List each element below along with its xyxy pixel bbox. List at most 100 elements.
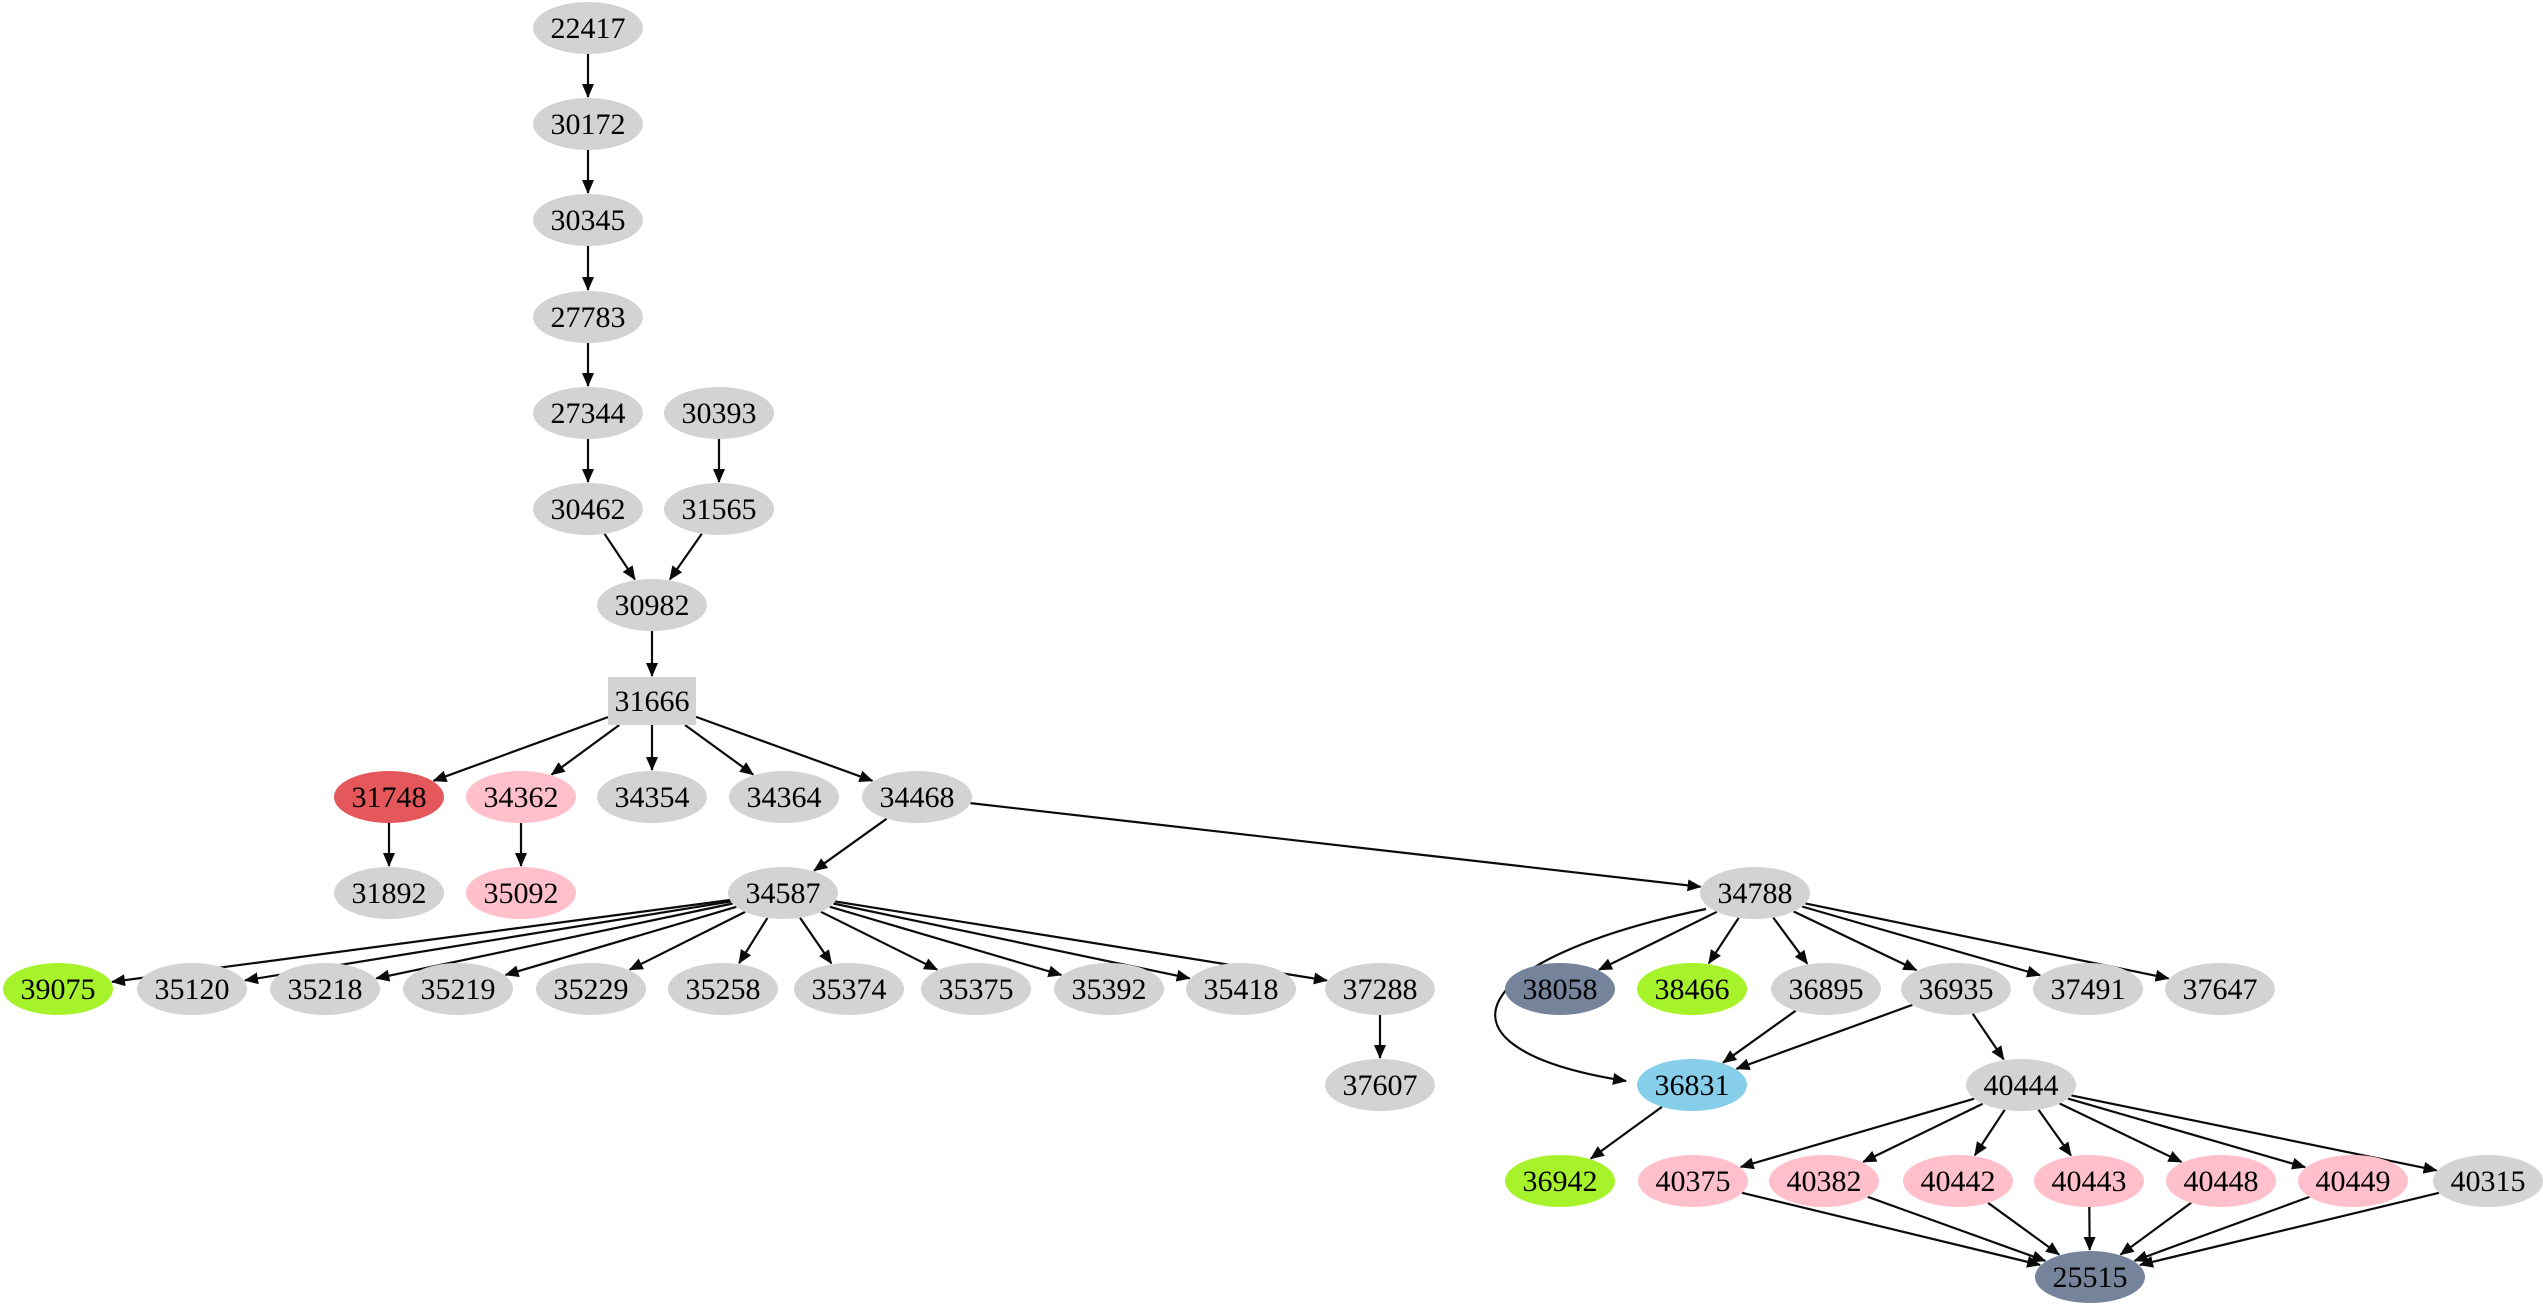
node-ellipse-shape bbox=[2166, 1155, 2276, 1207]
node-label: 35218 bbox=[288, 973, 363, 1006]
edge-34587-35374 bbox=[799, 917, 833, 965]
edge-40444-40443 bbox=[2037, 1109, 2072, 1157]
node-label: 34468 bbox=[880, 781, 955, 814]
node-label: 40442 bbox=[1921, 1165, 1996, 1198]
edge-40444-40375 bbox=[1739, 1097, 1975, 1170]
node-ellipse-shape bbox=[862, 771, 972, 823]
edge-34788-37491 bbox=[1801, 905, 2042, 978]
node-38058: 38058 bbox=[1505, 963, 1615, 1015]
node-ellipse-shape bbox=[1505, 963, 1615, 1015]
node-ellipse-shape bbox=[2035, 1251, 2145, 1303]
edge-31666-34364 bbox=[684, 724, 755, 776]
node-ellipse-shape bbox=[533, 387, 643, 439]
edge-31666-31748 bbox=[432, 716, 609, 782]
node-label: 37491 bbox=[2051, 973, 2126, 1006]
node-35418: 35418 bbox=[1186, 963, 1296, 1015]
node-ellipse-shape bbox=[1638, 1155, 1748, 1207]
node-label: 30172 bbox=[551, 108, 626, 141]
node-ellipse-shape bbox=[1186, 963, 1296, 1015]
node-label: 36831 bbox=[1655, 1069, 1730, 1102]
node-35258: 35258 bbox=[668, 963, 778, 1015]
node-ellipse-shape bbox=[664, 483, 774, 535]
node-ellipse-shape bbox=[3, 963, 113, 1015]
node-label: 27783 bbox=[551, 301, 626, 334]
node-36935: 36935 bbox=[1901, 963, 2011, 1015]
node-25515: 25515 bbox=[2035, 1251, 2145, 1303]
node-ellipse-shape bbox=[2433, 1155, 2543, 1207]
node-40382: 40382 bbox=[1769, 1155, 1879, 1207]
node-ellipse-shape bbox=[2034, 1155, 2144, 1207]
edge-36935-36831 bbox=[1735, 1003, 1913, 1071]
edge-40444-40448 bbox=[2059, 1102, 2183, 1163]
node-label: 37647 bbox=[2183, 973, 2258, 1006]
edge-36895-36831 bbox=[1722, 1009, 1797, 1064]
node-label: 34587 bbox=[746, 877, 821, 910]
node-label: 35120 bbox=[155, 973, 230, 1006]
edge-40449-25515 bbox=[2133, 1195, 2310, 1262]
node-22417: 22417 bbox=[533, 2, 643, 54]
edge-40375-25515 bbox=[1741, 1191, 2042, 1268]
node-ellipse-shape bbox=[533, 2, 643, 54]
node-label: 30982 bbox=[615, 589, 690, 622]
node-40375: 40375 bbox=[1638, 1155, 1748, 1207]
node-ellipse-shape bbox=[664, 387, 774, 439]
node-ellipse-shape bbox=[921, 963, 1031, 1015]
node-27344: 27344 bbox=[533, 387, 643, 439]
node-ellipse-shape bbox=[729, 771, 839, 823]
node-label: 35258 bbox=[686, 973, 761, 1006]
edge-40448-25515 bbox=[2119, 1201, 2192, 1256]
node-36831: 36831 bbox=[1637, 1059, 1747, 1111]
node-label: 35219 bbox=[421, 973, 496, 1006]
node-ellipse-shape bbox=[533, 98, 643, 150]
node-35375: 35375 bbox=[921, 963, 1031, 1015]
edge-34788-36935 bbox=[1793, 910, 1918, 972]
node-27783: 27783 bbox=[533, 291, 643, 343]
node-ellipse-shape bbox=[1325, 1059, 1435, 1111]
node-ellipse-shape bbox=[1700, 867, 1810, 919]
node-ellipse-shape bbox=[597, 771, 707, 823]
node-label: 34354 bbox=[615, 781, 690, 814]
node-ellipse-shape bbox=[334, 771, 444, 823]
node-label: 34364 bbox=[747, 781, 822, 814]
node-34468: 34468 bbox=[862, 771, 972, 823]
node-ellipse-shape bbox=[1769, 1155, 1879, 1207]
node-label: 36935 bbox=[1919, 973, 1994, 1006]
node-label: 37288 bbox=[1343, 973, 1418, 1006]
node-35229: 35229 bbox=[536, 963, 646, 1015]
node-34587: 34587 bbox=[728, 867, 838, 919]
node-label: 34788 bbox=[1718, 877, 1793, 910]
edge-31666-34468 bbox=[695, 715, 874, 783]
node-label: 35375 bbox=[939, 973, 1014, 1006]
node-31748: 31748 bbox=[334, 771, 444, 823]
edge-34587-35392 bbox=[829, 905, 1063, 978]
node-label: 40443 bbox=[2052, 1165, 2127, 1198]
node-35219: 35219 bbox=[403, 963, 513, 1015]
edge-40444-40442 bbox=[1973, 1109, 2006, 1157]
node-36895: 36895 bbox=[1771, 963, 1881, 1015]
node-37607: 37607 bbox=[1325, 1059, 1435, 1111]
node-40449: 40449 bbox=[2298, 1155, 2408, 1207]
node-ellipse-shape bbox=[2165, 963, 2275, 1015]
node-label: 40444 bbox=[1984, 1069, 2059, 1102]
node-label: 27344 bbox=[551, 397, 626, 430]
node-35218: 35218 bbox=[270, 963, 380, 1015]
node-ellipse-shape bbox=[1903, 1155, 2013, 1207]
edge-36935-40444 bbox=[1971, 1013, 2005, 1061]
node-34354: 34354 bbox=[597, 771, 707, 823]
node-37491: 37491 bbox=[2033, 963, 2143, 1015]
edge-34788-36895 bbox=[1772, 916, 1809, 965]
node-label: 35374 bbox=[812, 973, 887, 1006]
node-label: 31666 bbox=[615, 685, 690, 718]
node-ellipse-shape bbox=[1966, 1059, 2076, 1111]
node-label: 31748 bbox=[352, 781, 427, 814]
node-label: 30462 bbox=[551, 493, 626, 526]
edge-34788-38058 bbox=[1598, 910, 1718, 971]
edge-40444-40449 bbox=[2067, 1097, 2307, 1170]
edge-40442-25515 bbox=[1987, 1201, 2061, 1256]
edge-36831-36942 bbox=[1589, 1105, 1663, 1160]
node-39075: 39075 bbox=[3, 963, 113, 1015]
node-40315: 40315 bbox=[2433, 1155, 2543, 1207]
